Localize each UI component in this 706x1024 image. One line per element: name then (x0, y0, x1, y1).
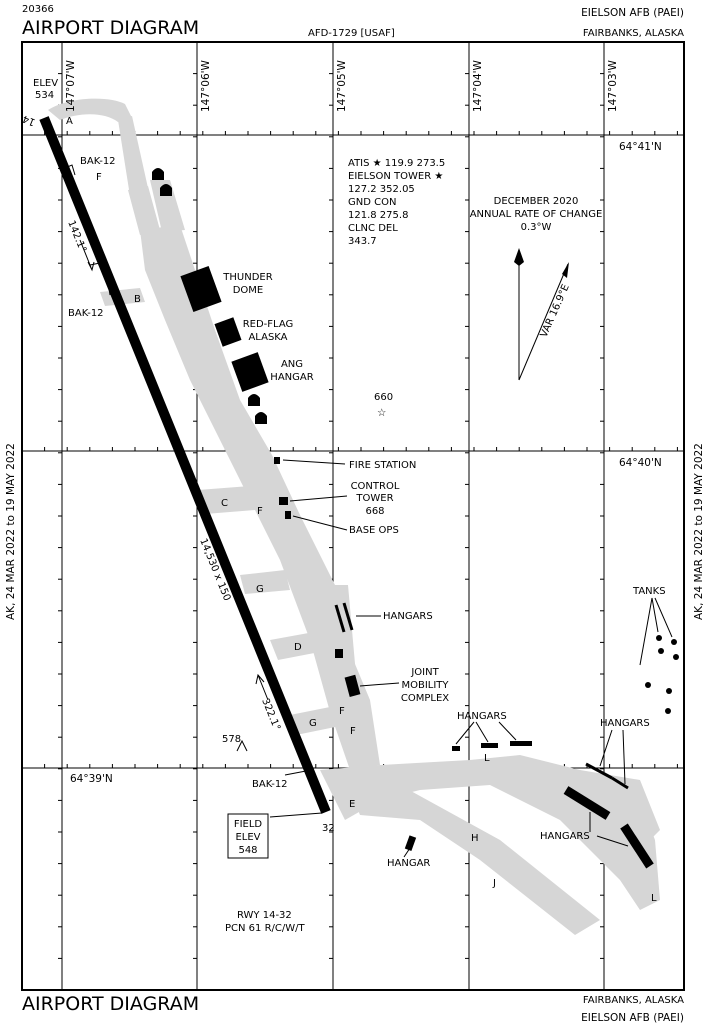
hangars-label: HANGARS (600, 718, 650, 729)
taxiway-d: D (294, 642, 302, 653)
chart-number: 20366 (22, 4, 54, 15)
thunder-dome-label: DOME (233, 285, 264, 296)
longitude-label: 147°03'W (607, 59, 619, 112)
bak12-label: BAK-12 (252, 779, 288, 790)
side-dates-left: AK, 24 MAR 2022 to 19 MAY 2022 (5, 443, 17, 620)
side-dates-right: AK, 24 MAR 2022 to 19 MAY 2022 (693, 443, 705, 620)
ang-hangar-label: HANGAR (270, 372, 313, 383)
buildings (152, 168, 679, 869)
taxiway-j: J (492, 878, 496, 889)
taxiway-h: H (471, 833, 479, 844)
red-flag-label: ALASKA (248, 332, 287, 343)
taxiway-g: G (309, 718, 317, 729)
longitude-label: 147°07'W (65, 59, 77, 112)
taxiway-c: C (221, 498, 228, 509)
comms-block: ATIS ★ 119.9 273.5 EIELSON TOWER ★ 127.2… (348, 158, 445, 247)
atis-freq: ATIS ★ 119.9 273.5 (348, 158, 445, 169)
runway-end-14: 14 (21, 112, 37, 127)
hangar-label: HANGAR (387, 858, 430, 869)
clnc-label: CLNC DEL (348, 223, 398, 234)
airport-name: EIELSON AFB (PAEI) (581, 7, 684, 19)
joint-mobility-label: JOINT (410, 667, 439, 678)
base-ops-label: BASE OPS (349, 525, 399, 536)
taxiway-b: B (134, 294, 141, 305)
field-elev-value: 548 (238, 845, 257, 856)
tower-freq: 127.2 352.05 (348, 184, 415, 195)
hangars-label: HANGARS (457, 711, 507, 722)
gnd-freq: 121.8 275.8 (348, 210, 408, 221)
afd-reference: AFD-1729 [USAF] (308, 28, 395, 39)
ang-hangar-label: ANG (281, 359, 303, 370)
longitude-label: 147°04'W (472, 59, 484, 112)
obstacle-icon (236, 739, 248, 752)
field-elev-label: ELEV (235, 832, 260, 843)
taxiway-a: A (66, 116, 73, 127)
elev-label: ELEV (33, 78, 58, 89)
runway-pcn: PCN 61 R/C/W/T (225, 923, 306, 934)
control-tower-elev: 668 (365, 506, 384, 517)
taxiway-f: F (257, 506, 263, 517)
magnetic-north-arrow (518, 263, 569, 381)
runway-info: RWY 14-32 (237, 910, 292, 921)
bak12-label: BAK-12 (80, 156, 116, 167)
callout-arrows (269, 459, 673, 858)
magnetic-variation: DECEMBER 2020 ANNUAL RATE OF CHANGE 0.3°… (470, 196, 603, 233)
footer-city: FAIRBANKS, ALASKA (583, 995, 684, 1006)
beacon-star-icon: ☆ (377, 407, 386, 419)
tanks-label: TANKS (632, 586, 666, 597)
bak12-markers (59, 164, 307, 776)
hangars-label: HANGARS (383, 611, 433, 622)
mag-date: DECEMBER 2020 (494, 196, 579, 207)
beacon-elev: 660 (374, 392, 393, 403)
taxiway-g: G (256, 584, 264, 595)
latitude-label: 64°41'N (619, 141, 662, 153)
clnc-freq: 343.7 (348, 236, 377, 247)
longitude-label: 147°06'W (200, 59, 212, 112)
joint-mobility-label: COMPLEX (401, 693, 449, 704)
runway-end-32: 32 (322, 823, 335, 834)
tower-label: EIELSON TOWER ★ (348, 171, 443, 182)
taxiway-labels: A F B C F G D G F F E H J L L (66, 116, 657, 904)
hangars-label: HANGARS (540, 831, 590, 842)
taxiway-l: L (484, 753, 490, 764)
field-elev-label: FIELD (234, 819, 263, 830)
bak12-label: BAK-12 (68, 308, 104, 319)
control-tower-label: CONTROL (351, 481, 400, 492)
mag-variation: VAR 16.9°E (539, 283, 572, 339)
mag-rate: 0.3°W (521, 222, 552, 233)
red-flag-label: RED-FLAG (243, 319, 294, 330)
taxiway-e: E (349, 799, 355, 810)
latitude-label: 64°39'N (70, 773, 113, 785)
field-elev-box (227, 813, 269, 859)
taxiway-f: F (350, 726, 356, 737)
city-name: FAIRBANKS, ALASKA (583, 28, 684, 39)
taxiway-l: L (651, 893, 657, 904)
joint-mobility-label: MOBILITY (401, 680, 449, 691)
fire-station-label: FIRE STATION (349, 460, 416, 471)
magnetic-arrowhead-icon (562, 262, 569, 278)
footer-title: AIRPORT DIAGRAM (22, 993, 199, 1015)
heading-arrow-icon (255, 673, 269, 701)
control-tower-label: TOWER (355, 493, 393, 504)
mag-rate-label: ANNUAL RATE OF CHANGE (470, 209, 603, 220)
elev-value: 534 (35, 90, 54, 101)
north-arrowhead-icon (514, 248, 524, 266)
taxiway-f: F (96, 172, 102, 183)
obstacle-elev: 578 (222, 734, 241, 745)
runway-14-32 (39, 116, 331, 814)
thunder-dome-label: THUNDER (222, 272, 272, 283)
footer-airport: EIELSON AFB (PAEI) (581, 1012, 684, 1024)
gnd-label: GND CON (348, 197, 396, 208)
latitude-label: 64°40'N (619, 457, 662, 469)
taxiway-f: F (339, 706, 345, 717)
diagram-frame (21, 41, 685, 991)
building-labels: THUNDER DOME RED-FLAG ALASKA ANG HANGAR … (222, 272, 665, 869)
page-title: AIRPORT DIAGRAM (22, 17, 199, 39)
longitude-labels: 147°07'W 147°06'W 147°05'W 147°04'W 147°… (65, 59, 619, 112)
longitude-label: 147°05'W (336, 59, 348, 112)
